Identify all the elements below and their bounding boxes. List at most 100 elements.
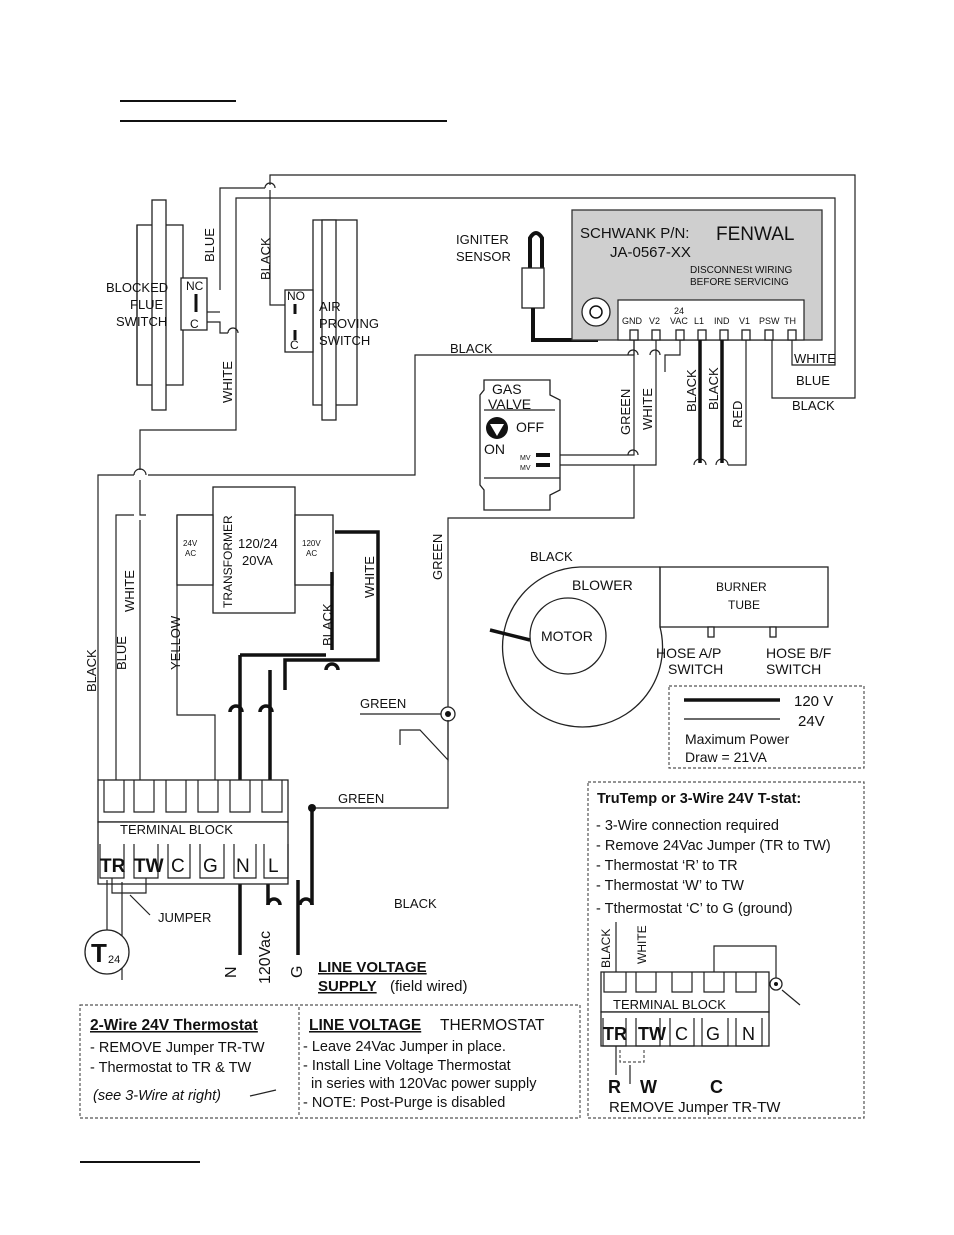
fenwal-brand: FENWAL [716, 224, 794, 245]
svg-text:120/24: 120/24 [238, 536, 278, 551]
svg-text:PSW: PSW [759, 316, 780, 326]
svg-text:- Thermostat to TR & TW: - Thermostat to TR & TW [90, 1060, 251, 1076]
svg-text:IGNITER: IGNITER [456, 232, 509, 247]
svg-text:BLACK: BLACK [530, 549, 573, 564]
svg-text:(field wired): (field wired) [390, 978, 468, 995]
valve-label: VALVE [488, 396, 531, 412]
svg-text:GREEN: GREEN [618, 389, 633, 435]
trutemp-box: TruTemp or 3-Wire 24V T-stat: - 3-Wire c… [587, 781, 865, 1119]
svg-text:TR: TR [603, 1024, 627, 1044]
svg-text:WHITE: WHITE [635, 925, 649, 964]
svg-text:G: G [706, 1024, 720, 1044]
air-proving-switch: NO C AIR PROVING SWITCH [284, 219, 379, 421]
svg-text:C: C [675, 1024, 688, 1044]
svg-text:24V: 24V [183, 539, 198, 548]
svg-text:SWITCH: SWITCH [668, 661, 723, 677]
svg-text:BURNER: BURNER [716, 580, 767, 594]
proving-label: PROVING [319, 316, 379, 331]
svg-text:L: L [268, 856, 279, 877]
two-wire-title: 2-Wire 24V Thermostat [90, 1017, 258, 1034]
legend-120v: 120 V [794, 693, 833, 710]
wire-labels: BLUE BLACK WHITE BLACK GREEN WHITE BLACK… [84, 228, 836, 911]
svg-text:TW: TW [134, 856, 164, 877]
thermostat-t: T [91, 938, 107, 968]
svg-text:BLACK: BLACK [320, 603, 335, 646]
blower: BLOWER MOTOR BURNER TUBE HOSE A/P SWITCH… [501, 566, 831, 728]
aps-switch-label: SWITCH [319, 333, 370, 348]
gas-label: GAS [492, 381, 522, 397]
svg-text:WHITE: WHITE [794, 351, 836, 366]
svg-text:SWITCH: SWITCH [766, 661, 821, 677]
svg-text:BLACK: BLACK [599, 929, 613, 968]
nc-label: NC [186, 279, 204, 293]
svg-text:BLUE: BLUE [114, 636, 129, 670]
svg-text:WHITE: WHITE [122, 570, 137, 612]
svg-text:GREEN: GREEN [430, 534, 445, 580]
svg-text:C: C [710, 1077, 723, 1097]
transformer: 24V AC 120V AC 120/24 20VA TRANSFORMER [176, 486, 334, 614]
svg-text:- Install Line Voltage Thermos: - Install Line Voltage Thermostat [303, 1058, 511, 1074]
svg-text:TR: TR [100, 856, 126, 877]
remove-jumper-note: REMOVE Jumper TR-TW [609, 1099, 781, 1116]
flue-label: FLUE [130, 297, 164, 312]
svg-text:IND: IND [714, 316, 730, 326]
svg-text:BLACK: BLACK [792, 398, 835, 413]
igniter-sensor: IGNITER SENSOR [456, 231, 598, 342]
svg-text:TH: TH [784, 316, 796, 326]
svg-text:BLACK: BLACK [684, 369, 699, 412]
svg-text:GND: GND [622, 316, 643, 326]
svg-text:(see 3-Wire at right): (see 3-Wire at right) [93, 1088, 221, 1104]
svg-text:C: C [171, 856, 185, 877]
svg-text:BLACK: BLACK [258, 237, 273, 280]
svg-text:V1: V1 [739, 316, 750, 326]
svg-text:AC: AC [185, 549, 196, 558]
svg-text:TERMINAL BLOCK: TERMINAL BLOCK [613, 997, 726, 1012]
instructions-box: 2-Wire 24V Thermostat - REMOVE Jumper TR… [79, 1004, 581, 1119]
fenwal-module: SCHWANK P/N: JA-0567-XX FENWAL DISCONNES… [571, 209, 823, 341]
thin-wires [97, 174, 856, 780]
c-label: C [190, 317, 199, 331]
svg-text:WHITE: WHITE [362, 556, 377, 598]
svg-text:Draw = 21VA: Draw = 21VA [685, 749, 767, 765]
terminal-block-label: TERMINAL BLOCK [120, 822, 233, 837]
svg-text:BLACK: BLACK [450, 341, 493, 356]
motor-label: MOTOR [541, 628, 593, 644]
svg-text:24: 24 [108, 954, 120, 966]
svg-text:VAC: VAC [670, 316, 688, 326]
svg-text:BLUE: BLUE [796, 373, 830, 388]
gas-valve: GAS VALVE OFF ON MV MV [479, 379, 561, 511]
svg-text:SENSOR: SENSOR [456, 249, 511, 264]
schwank-pn: SCHWANK P/N: [580, 225, 689, 242]
on-label: ON [484, 441, 505, 457]
svg-text:- REMOVE Jumper TR-TW: - REMOVE Jumper TR-TW [90, 1040, 265, 1056]
svg-text:20VA: 20VA [242, 553, 273, 568]
svg-text:TW: TW [638, 1024, 666, 1044]
svg-text:N: N [742, 1024, 755, 1044]
svg-text:THERMOSTAT: THERMOSTAT [440, 1017, 545, 1034]
svg-text:BLACK: BLACK [706, 367, 721, 410]
svg-text:- NOTE: Post-Purge is disabled: - NOTE: Post-Purge is disabled [303, 1095, 505, 1111]
svg-text:in series with 120Vac power su: in series with 120Vac power supply [303, 1076, 537, 1092]
svg-text:V2: V2 [649, 316, 660, 326]
blocked-flue-switch: BLOCKED FLUE SWITCH NC C [106, 199, 208, 411]
svg-text:W: W [640, 1077, 657, 1097]
svg-text:- Thermostat ‘W’ to TW: - Thermostat ‘W’ to TW [596, 878, 744, 894]
svg-text:24: 24 [674, 306, 684, 316]
svg-text:- Tthermostat ‘C’ to G (ground: - Tthermostat ‘C’ to G (ground) [596, 901, 793, 917]
svg-text:Maximum Power: Maximum Power [685, 731, 790, 747]
svg-text:- Remove 24Vac Jumper (TR to T: - Remove 24Vac Jumper (TR to TW) [596, 838, 831, 854]
svg-text:WHITE: WHITE [640, 388, 655, 430]
svg-text:GREEN: GREEN [360, 696, 406, 711]
legend-24v: 24V [798, 713, 825, 730]
svg-text:G: G [289, 966, 306, 978]
svg-text:L1: L1 [694, 316, 704, 326]
svg-text:SUPPLY: SUPPLY [318, 978, 377, 995]
svg-text:N: N [223, 966, 240, 978]
svg-text:HOSE A/P: HOSE A/P [656, 645, 721, 661]
line-tstat-title: LINE VOLTAGE [309, 1017, 421, 1034]
svg-text:R: R [608, 1077, 621, 1097]
svg-text:N: N [236, 856, 250, 877]
svg-text:- Leave 24Vac Jumper in place.: - Leave 24Vac Jumper in place. [303, 1039, 506, 1055]
aps-c-label: C [290, 338, 299, 352]
